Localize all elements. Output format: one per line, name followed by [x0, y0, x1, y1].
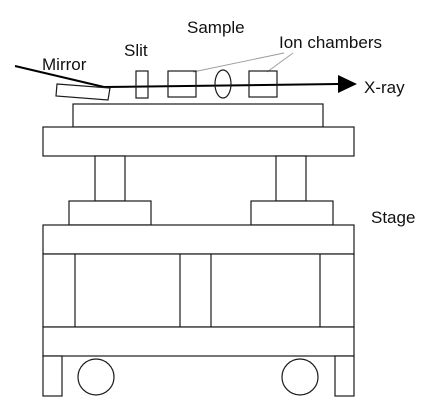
stage-wheel-right: [281, 358, 319, 396]
stage-upper-deck: [42, 126, 355, 157]
xray-arrowhead: [338, 75, 357, 93]
stage-label: Stage: [371, 208, 415, 227]
ion-chamber-1: [167, 70, 197, 98]
stage-lower-deck: [42, 224, 355, 255]
ion-chamber-leader-1: [192, 52, 285, 73]
stage-column-left: [94, 155, 126, 202]
ion-chamber-2: [248, 70, 278, 98]
slit-label: Slit: [124, 41, 148, 60]
slit: [135, 70, 149, 99]
mirror: [55, 83, 111, 101]
incoming-beam: [14, 65, 105, 88]
xray-label: X-ray: [364, 78, 405, 97]
stage-frame: [42, 253, 355, 328]
mirror-label: Mirror: [42, 55, 87, 74]
stage-column-base-left: [68, 200, 152, 226]
stage-top-plate: [72, 103, 324, 128]
stage-column-right: [275, 155, 307, 202]
stage-leg-left: [42, 355, 63, 397]
stage-column-base-right: [250, 200, 334, 226]
ion-chambers-label: Ion chambers: [279, 33, 382, 52]
sample-label: Sample: [187, 18, 245, 37]
stage-bottom-bar: [42, 326, 355, 357]
sample: [214, 69, 232, 99]
stage-wheel-left: [77, 358, 115, 396]
xray-beam: [103, 83, 339, 88]
ion-chamber-leader-2: [266, 52, 294, 73]
stage-leg-right: [334, 355, 355, 397]
